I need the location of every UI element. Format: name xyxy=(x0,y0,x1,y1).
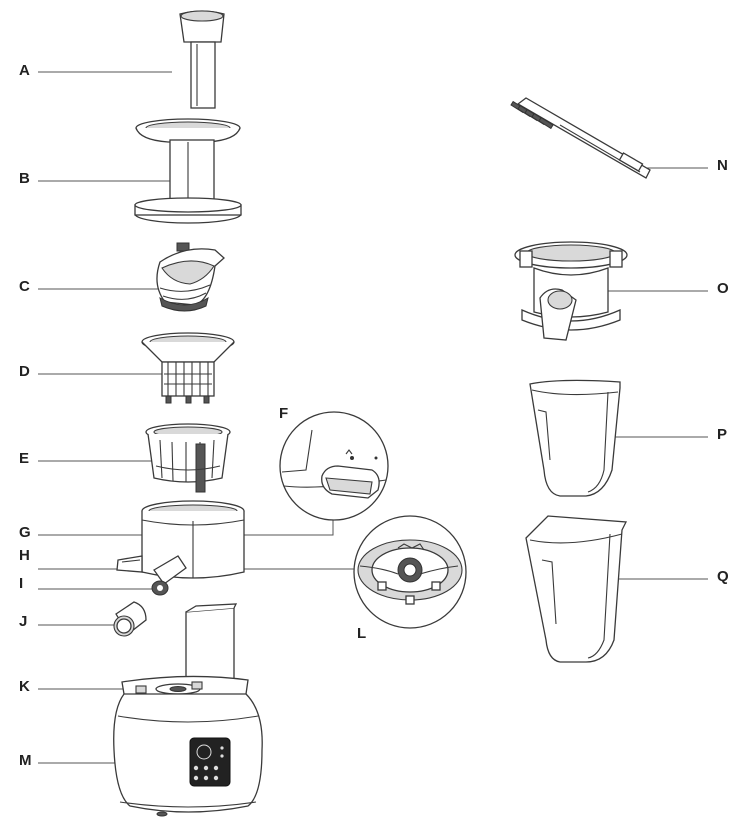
label-l: L xyxy=(357,625,367,642)
juicing-bowl-part-g xyxy=(141,500,245,579)
separator-part-o xyxy=(514,241,628,341)
label-c: C xyxy=(19,278,30,295)
pusher-part-a xyxy=(179,10,225,109)
auger-part-c xyxy=(156,242,225,312)
pulp-container-part-q xyxy=(525,515,628,663)
motor-base-top-ring xyxy=(135,681,203,695)
label-o: O xyxy=(717,280,729,297)
label-q: Q xyxy=(717,568,729,585)
label-j: J xyxy=(19,613,28,630)
motor-base-part-m xyxy=(113,603,263,817)
lock-detail-part-f xyxy=(279,411,389,521)
label-k: K xyxy=(19,678,30,695)
label-i: I xyxy=(19,575,24,592)
label-b: B xyxy=(19,170,30,187)
label-p: P xyxy=(717,426,728,443)
hopper-part-b xyxy=(134,118,242,224)
strainer-part-e xyxy=(145,423,231,493)
label-h: H xyxy=(19,547,30,564)
label-g: G xyxy=(19,524,31,541)
label-n: N xyxy=(717,157,728,174)
label-m: M xyxy=(19,752,32,769)
juice-cup-part-p xyxy=(529,379,621,497)
leader-lines xyxy=(38,71,708,764)
label-d: D xyxy=(19,363,30,380)
cleaning-brush-part-n xyxy=(510,97,651,179)
juice-outlet-part-i xyxy=(151,555,187,596)
bowl-bottom-part-l xyxy=(353,515,467,629)
juice-cap-part-j xyxy=(113,601,147,637)
label-e: E xyxy=(19,450,30,467)
strainer-holder-part-d xyxy=(141,332,235,404)
label-a: A xyxy=(19,62,30,79)
pulp-outlet-part-h xyxy=(116,555,143,573)
label-f: F xyxy=(279,405,289,422)
